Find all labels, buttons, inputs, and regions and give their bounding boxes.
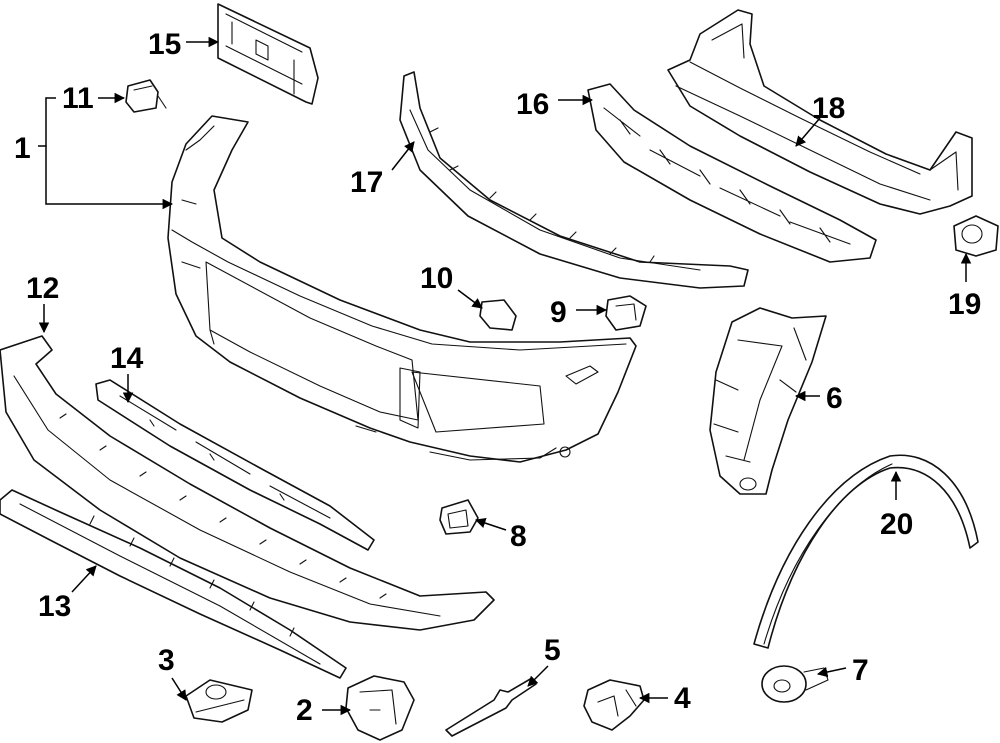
- leader-17: [391, 141, 415, 171]
- mounting-bracket-10-part: [479, 299, 517, 331]
- callout-5: 5: [544, 634, 561, 667]
- license-plate-bracket-part: [217, 3, 319, 105]
- leader-18: [795, 117, 821, 147]
- wheel-arch-molding-part: [753, 454, 979, 649]
- callout-2: 2: [296, 694, 313, 727]
- callout-13: 13: [38, 590, 71, 623]
- mounting-bracket-9-part: [605, 295, 647, 331]
- callout-20: 20: [880, 508, 913, 541]
- clip-bracket-part: [345, 675, 415, 741]
- callout-9: 9: [550, 296, 567, 329]
- upper-guide-part: [399, 71, 749, 289]
- callout-12: 12: [26, 272, 59, 305]
- leader-8: [475, 518, 507, 531]
- sensor-clip-part: [953, 215, 999, 257]
- callout-labels: 1 2 3 4 5 6 7 8 9 10 11 12 13 14 15 16 1…: [14, 28, 981, 727]
- leader-lines: [38, 36, 972, 716]
- callout-7: 7: [852, 654, 869, 687]
- callout-18: 18: [812, 92, 845, 125]
- fog-bezel-part: [439, 499, 479, 535]
- lower-trim-part: [0, 489, 347, 679]
- callout-1: 1: [14, 132, 31, 165]
- callout-10: 10: [420, 262, 453, 295]
- leader-5: [527, 665, 549, 687]
- push-pin-part: [761, 665, 829, 703]
- lower-deflector-part: [0, 335, 495, 631]
- callout-15: 15: [148, 28, 181, 61]
- leader-7: [816, 666, 847, 678]
- energy-absorber-part: [587, 83, 877, 263]
- retainer-clip-part: [583, 679, 645, 731]
- leader-13: [71, 565, 97, 593]
- leader-1: [38, 97, 56, 147]
- leader-3: [171, 677, 187, 701]
- fastener-rod-part: [445, 677, 537, 737]
- reinforcement-beam-part: [667, 9, 973, 215]
- leader-1b: [45, 146, 174, 210]
- callout-11: 11: [62, 82, 94, 115]
- grille-strip-part: [95, 379, 375, 551]
- mounting-bracket-3-part: [185, 679, 253, 723]
- side-bracket-part: [709, 307, 827, 495]
- callout-16: 16: [516, 88, 549, 121]
- callout-4: 4: [674, 682, 691, 715]
- sensor-bracket-part: [125, 79, 167, 113]
- leader-10: [457, 289, 483, 309]
- callout-8: 8: [510, 520, 527, 553]
- callout-14: 14: [110, 342, 144, 375]
- callout-6: 6: [826, 382, 843, 415]
- bumper-cover-part: [167, 115, 637, 463]
- callout-19: 19: [948, 288, 981, 321]
- callout-17: 17: [350, 166, 383, 199]
- callout-3: 3: [158, 644, 175, 677]
